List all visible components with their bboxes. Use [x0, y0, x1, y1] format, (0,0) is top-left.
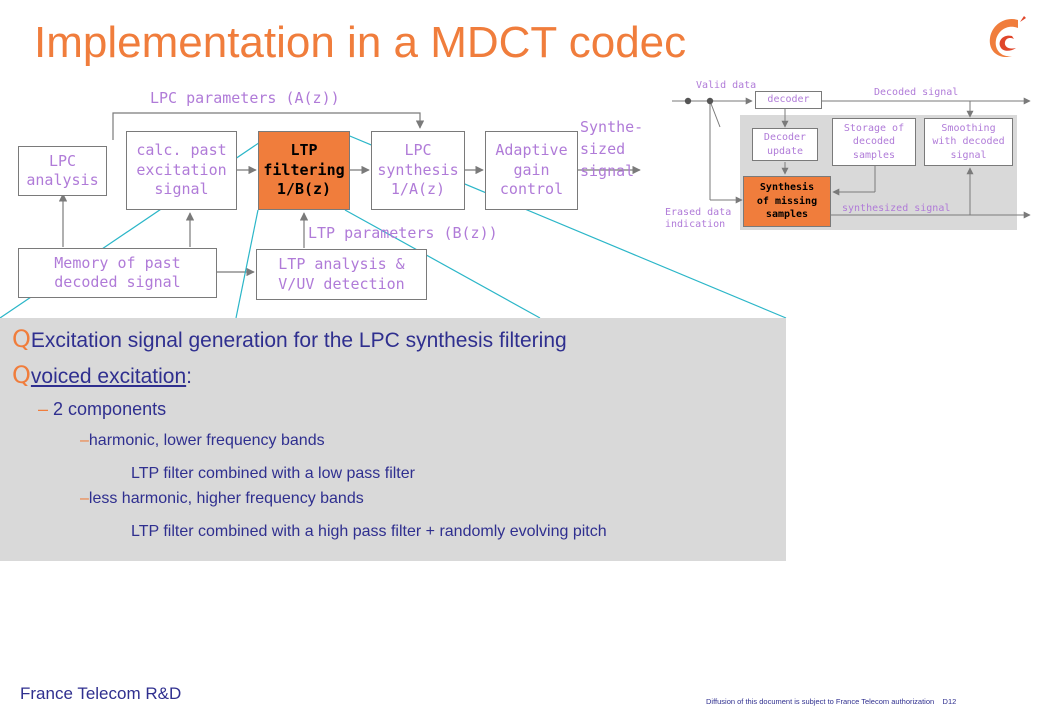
erased-data-indication-label: Erased data indication	[665, 207, 731, 231]
bullet-text: voiced excitation	[30, 365, 187, 388]
bullet-excitation-generation: QExcitation signal generation for the LP…	[12, 325, 567, 353]
box-line: Storage of	[843, 122, 905, 134]
synthesized-signal-label: Synthe- sized signal	[580, 117, 643, 182]
box-line: samples	[765, 209, 809, 221]
box-line: LPC	[48, 151, 77, 170]
box-line: Synthesis	[759, 182, 815, 194]
box-line: signal	[950, 149, 987, 161]
box-line: calc. past	[136, 141, 227, 160]
label-line: signal	[580, 161, 635, 180]
box-line: samples	[852, 149, 896, 161]
bullet-text: Excitation signal generation for the LPC…	[30, 329, 567, 352]
decoder-box: decoder	[755, 91, 822, 109]
bullet-panel	[0, 318, 786, 561]
sub-bullet-harmonic: –harmonic, lower frequency bands	[80, 432, 325, 450]
box-line: Smoothing	[941, 122, 996, 134]
box-line: LTP analysis &	[278, 255, 405, 273]
sub-bullet-less-harmonic: –less harmonic, higher frequency bands	[80, 490, 364, 508]
box-line: excitation	[136, 160, 227, 179]
box-line: analysis	[26, 171, 99, 189]
detail-high-pass: LTP filter combined with a high pass fil…	[131, 523, 607, 540]
detail-low-pass: LTP filter combined with a low pass filt…	[131, 465, 415, 482]
box-line: Memory of past	[54, 253, 181, 272]
box-line: 1/A(z)	[390, 180, 446, 199]
company-footer: France Telecom R&D	[20, 684, 182, 703]
box-line: synthesis	[377, 160, 459, 179]
france-telecom-logo-icon	[989, 16, 1026, 58]
box-line: Decoder	[763, 132, 807, 143]
box-line: LPC	[404, 141, 432, 160]
box-line: gain	[513, 160, 550, 179]
lpc-parameters-label: LPC parameters (A(z))	[150, 89, 340, 107]
dash-icon: –	[38, 399, 49, 419]
bullet-text: harmonic, lower frequency bands	[88, 432, 325, 449]
bullet-q-icon: Q	[12, 325, 31, 353]
box-line: update	[766, 145, 804, 157]
box-line: control	[499, 180, 564, 199]
bullet-q-icon: Q	[12, 361, 31, 389]
ltp-parameters-label: LTP parameters (B(z))	[308, 224, 498, 242]
box-line: V/UV detection	[278, 274, 405, 293]
label-line: indication	[665, 219, 726, 230]
decoder-update-box: Decoder update	[752, 128, 818, 161]
box-line: of missing	[756, 195, 818, 207]
label-line: sized	[580, 139, 626, 158]
bullet-text: less harmonic, higher frequency bands	[88, 490, 364, 507]
synthesized-signal-inset-label: synthesized signal	[842, 203, 951, 214]
valid-data-label: Valid data	[696, 80, 757, 91]
label-line: Erased data	[665, 207, 732, 218]
page-number: D12	[942, 697, 957, 706]
dash-icon: –	[80, 490, 89, 507]
box-line: decoded	[852, 136, 896, 148]
box-line: 1/B(z)	[276, 180, 332, 199]
ltp-analysis-box: LTP analysis &V/UV detection	[256, 249, 427, 300]
box-line: signal	[154, 180, 209, 199]
box-line: decoded signal	[54, 273, 181, 291]
dash-icon: –	[80, 432, 89, 449]
bullet-colon: :	[186, 365, 192, 388]
bullet-text: 2 components	[53, 399, 167, 419]
sub-bullet-two-components: – 2 components	[38, 399, 166, 420]
box-line: with decoded	[932, 136, 1005, 148]
page-title: Implementation in a MDCT codec	[34, 18, 687, 67]
bullet-voiced-excitation: Qvoiced excitation:	[12, 361, 192, 389]
box-line: filtering	[263, 160, 345, 179]
decoded-signal-label: Decoded signal	[874, 87, 959, 98]
footer-notice: Diffusion of this document is subject to…	[706, 697, 956, 706]
box-line: LTP	[290, 141, 318, 160]
label-line: Synthe-	[580, 118, 644, 136]
footer-notice-text: Diffusion of this document is subject to…	[706, 697, 935, 706]
box-line: Adaptive	[495, 141, 568, 160]
